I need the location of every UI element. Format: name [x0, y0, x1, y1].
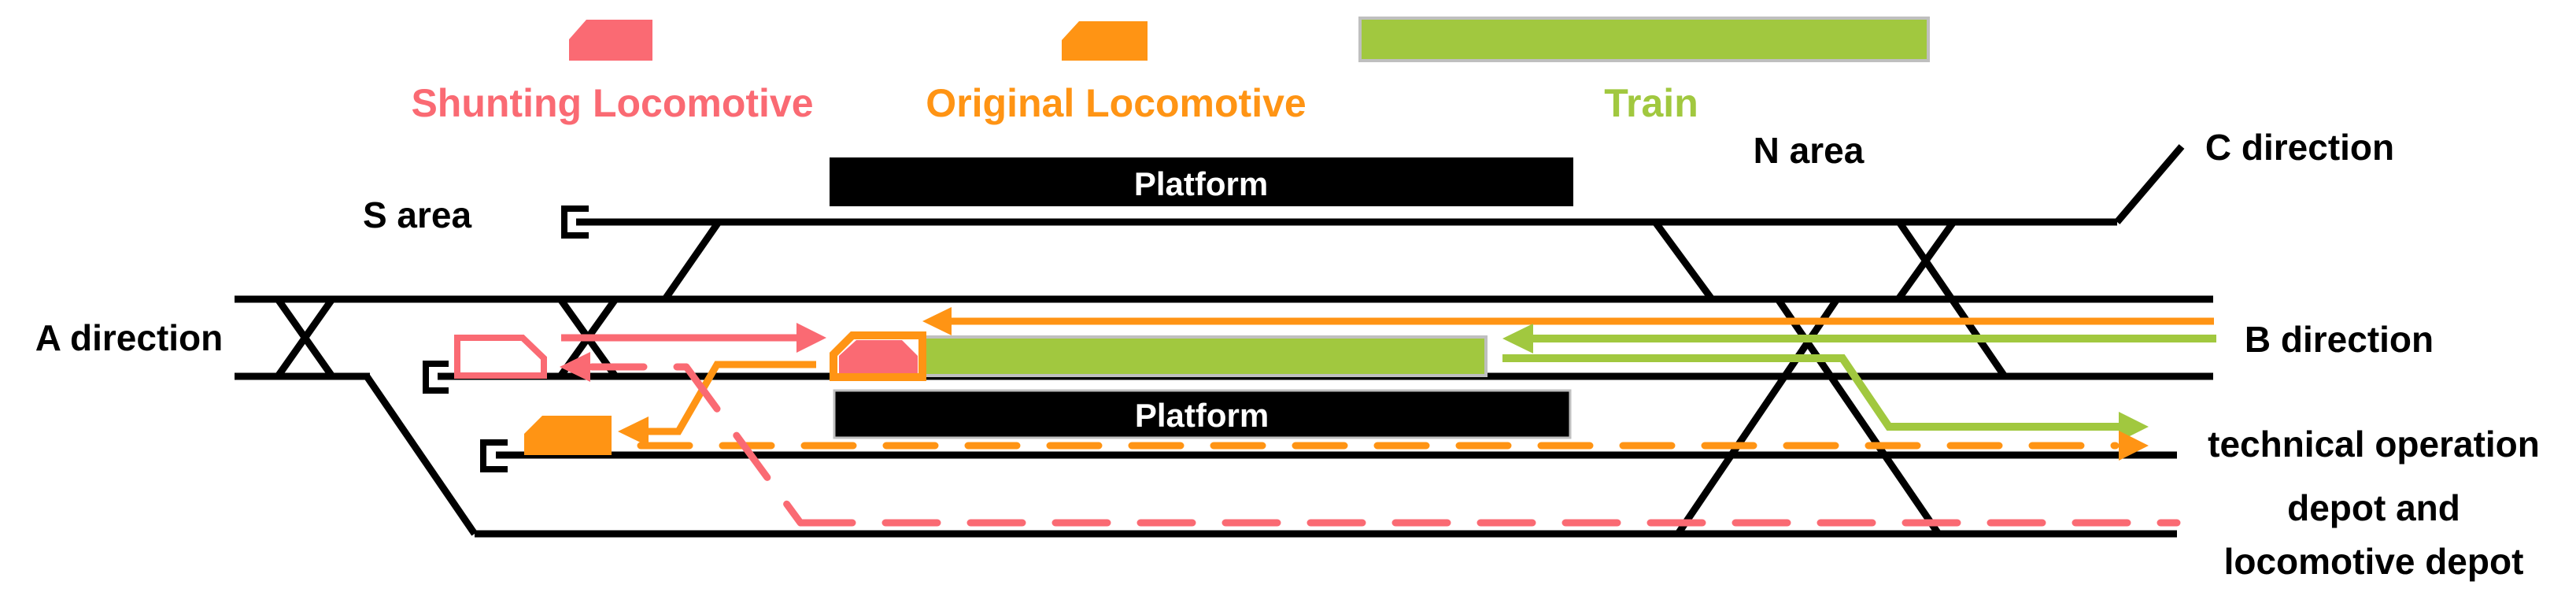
crossover-left-x	[275, 297, 335, 379]
crossover-right-s-x	[1895, 220, 2008, 379]
s-area-label: S area	[363, 194, 472, 235]
shunting-locomotive-at-train-icon	[839, 340, 918, 373]
depot-branch-diagonal	[364, 374, 478, 536]
c-direction-label: C direction	[2205, 127, 2394, 168]
platform-bottom	[833, 389, 1572, 439]
movement-paths	[560, 307, 2216, 527]
platform-bottom-label: Platform	[1135, 397, 1269, 434]
orange-uncouple-arrowhead-icon	[618, 416, 649, 446]
s-area-connector	[662, 220, 722, 302]
n-area-connector	[1652, 220, 1715, 302]
green-departure-elbow-line	[1502, 354, 2120, 431]
train-icon	[1358, 17, 1930, 62]
train-body	[921, 335, 1488, 377]
platform-top	[830, 157, 1573, 206]
crossover-long-right-leg	[1775, 297, 1942, 536]
original-locomotive-icon	[1062, 21, 1148, 61]
orange-uncouple-elbow-line	[647, 361, 816, 435]
pink-return-arrowhead-icon	[560, 352, 590, 382]
crossover-long-left-leg	[1675, 297, 1840, 536]
buffer-stop-track-2	[423, 361, 449, 394]
original-locomotive-label: Original Locomotive	[926, 81, 1306, 125]
shunting-locomotive-label: Shunting Locomotive	[411, 81, 813, 125]
orange-depot-arrowhead-icon	[2119, 431, 2149, 461]
green-arrival-arrowhead-icon	[1502, 324, 1533, 354]
depot-label-line2: depot and	[2287, 487, 2460, 528]
original-locomotive-parked-icon	[524, 416, 612, 455]
b-direction-label: B direction	[2245, 319, 2434, 360]
c-direction-diagonal	[2114, 144, 2185, 224]
platform-top-label: Platform	[1134, 165, 1268, 202]
pink-shunt-arrowhead-icon	[796, 323, 826, 353]
n-area-label: N area	[1754, 130, 1865, 171]
orange-arrival-arrowhead-icon	[922, 307, 952, 335]
buffer-stop-s-track	[561, 205, 589, 239]
legend: Shunting Locomotive Original Locomotive …	[411, 17, 1930, 125]
rolling-stock	[454, 331, 1488, 455]
shunting-locomotive-ghost-icon	[454, 335, 547, 379]
train-label: Train	[1604, 81, 1698, 125]
platforms: Platform Platform	[830, 157, 1573, 439]
labels: S area N area A direction B direction C …	[35, 127, 2540, 582]
pink-return-dashed-line	[588, 363, 2181, 527]
green-departure-arrowhead-icon	[2119, 412, 2149, 442]
a-direction-label: A direction	[35, 317, 224, 358]
buffer-stop-track-3	[480, 439, 508, 472]
depot-label-line1: technical operation	[2208, 424, 2540, 465]
depot-label-line3: locomotive depot	[2224, 541, 2524, 582]
shunting-locomotive-icon	[569, 20, 652, 61]
